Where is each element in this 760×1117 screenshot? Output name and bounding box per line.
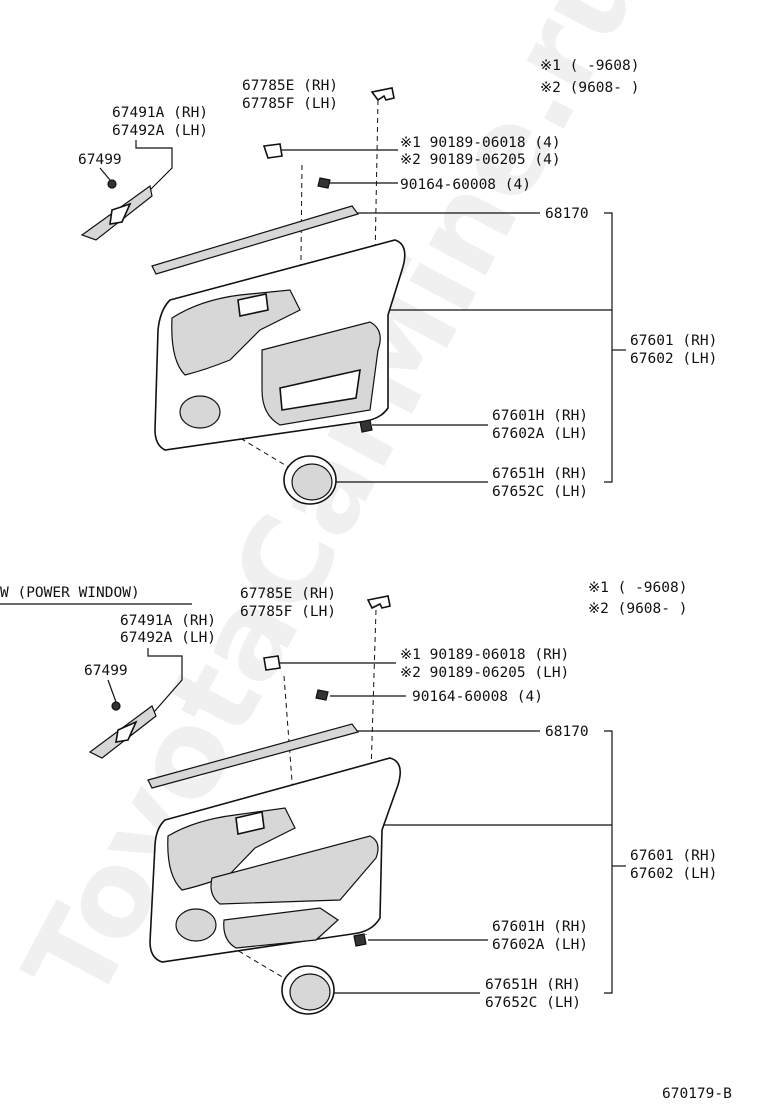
label-clip-top-lh: 67785F (LH) [242, 96, 338, 112]
label-screw: 90164-60008 (4) [400, 177, 531, 193]
screw [315, 689, 329, 701]
bracket-board [604, 212, 613, 483]
clip [262, 143, 283, 159]
legend-row1: ※1 ( -9608) [540, 58, 639, 74]
leader-upper-bracket [135, 140, 173, 193]
label-clip-top-lh: 67785F (LH) [240, 604, 336, 620]
handle-recess [237, 293, 269, 317]
handle-recess [235, 811, 265, 835]
legend-row2: ※2 (9608- ) [540, 80, 639, 96]
label-weatherstrip: 68170 [545, 206, 589, 222]
section-top: ※1 ( -9608) ※2 (9608- ) 67785E (RH) 6778… [78, 58, 717, 505]
section-power-window: W (POWER WINDOW) ※1 ( -9608) ※2 (9608- )… [0, 580, 717, 1015]
pocket-opening [279, 368, 361, 411]
clip [263, 655, 281, 671]
label-clip-note1: ※1 90189-06018 (4) [400, 135, 561, 151]
label-clip-note2: ※2 90189-06205 (4) [400, 152, 561, 168]
dash-cover [199, 927, 285, 979]
label-clip-top-rh: 67785E (RH) [240, 586, 336, 602]
leader-upper-bracket [147, 648, 183, 713]
section-heading: W (POWER WINDOW) [0, 585, 140, 601]
label-cover-rh: 67651H (RH) [492, 466, 588, 482]
label-upper-bracket-lh: 67492A (LH) [120, 630, 216, 646]
bracket-board [604, 730, 613, 994]
label-clip-top-rh: 67785E (RH) [242, 78, 338, 94]
label-pocket-rh: 67601H (RH) [492, 408, 588, 424]
armrest-upper [171, 289, 301, 376]
label-clip-note2: ※2 90189-06205 (LH) [400, 665, 569, 681]
legend-row2: ※2 (9608- ) [588, 601, 687, 617]
label-bracket-clip: 67499 [84, 663, 128, 679]
label-weatherstrip: 68170 [545, 724, 589, 740]
label-board-lh: 67602 (LH) [630, 866, 717, 882]
pocket-clip [359, 419, 373, 433]
clip-top [366, 595, 391, 610]
label-cover-rh: 67651H (RH) [485, 977, 581, 993]
legend-row1: ※1 ( -9608) [588, 580, 687, 596]
leader-bracket-clip [107, 679, 117, 703]
screw [317, 177, 331, 189]
label-board-rh: 67601 (RH) [630, 333, 717, 349]
bracket-clip [111, 701, 121, 711]
speaker-opening [179, 395, 221, 429]
door-board [149, 757, 401, 963]
diagram-code: 670179-B [662, 1086, 732, 1102]
label-screw: 90164-60008 (4) [412, 689, 543, 705]
bracket-clip [107, 179, 117, 189]
label-board-lh: 67602 (LH) [630, 351, 717, 367]
label-upper-bracket-lh: 67492A (LH) [112, 123, 208, 139]
speaker-cover-inner [291, 463, 333, 501]
label-cover-lh: 67652C (LH) [485, 995, 581, 1011]
label-upper-bracket-rh: 67491A (RH) [120, 613, 216, 629]
label-pocket-lh: 67602A (LH) [492, 426, 588, 442]
label-clip-note1: ※1 90189-06018 (RH) [400, 647, 569, 663]
leader-bracket-clip [99, 167, 111, 181]
speaker-cover-inner [289, 973, 331, 1011]
label-upper-bracket-rh: 67491A (RH) [112, 105, 208, 121]
label-pocket-lh: 67602A (LH) [492, 937, 588, 953]
label-board-rh: 67601 (RH) [630, 848, 717, 864]
weatherstrip [151, 205, 359, 275]
pocket-clip [353, 933, 367, 947]
speaker-opening [175, 908, 217, 942]
weatherstrip [147, 723, 360, 789]
label-bracket-clip: 67499 [78, 152, 122, 168]
door-pocket [223, 907, 339, 949]
power-window-switch-panel [210, 835, 379, 905]
label-pocket-rh: 67601H (RH) [492, 919, 588, 935]
dash-cover [209, 419, 291, 469]
label-cover-lh: 67652C (LH) [492, 484, 588, 500]
upper-bracket-window [115, 720, 138, 743]
upper-bracket-window [109, 202, 132, 225]
clip-top [370, 87, 395, 102]
